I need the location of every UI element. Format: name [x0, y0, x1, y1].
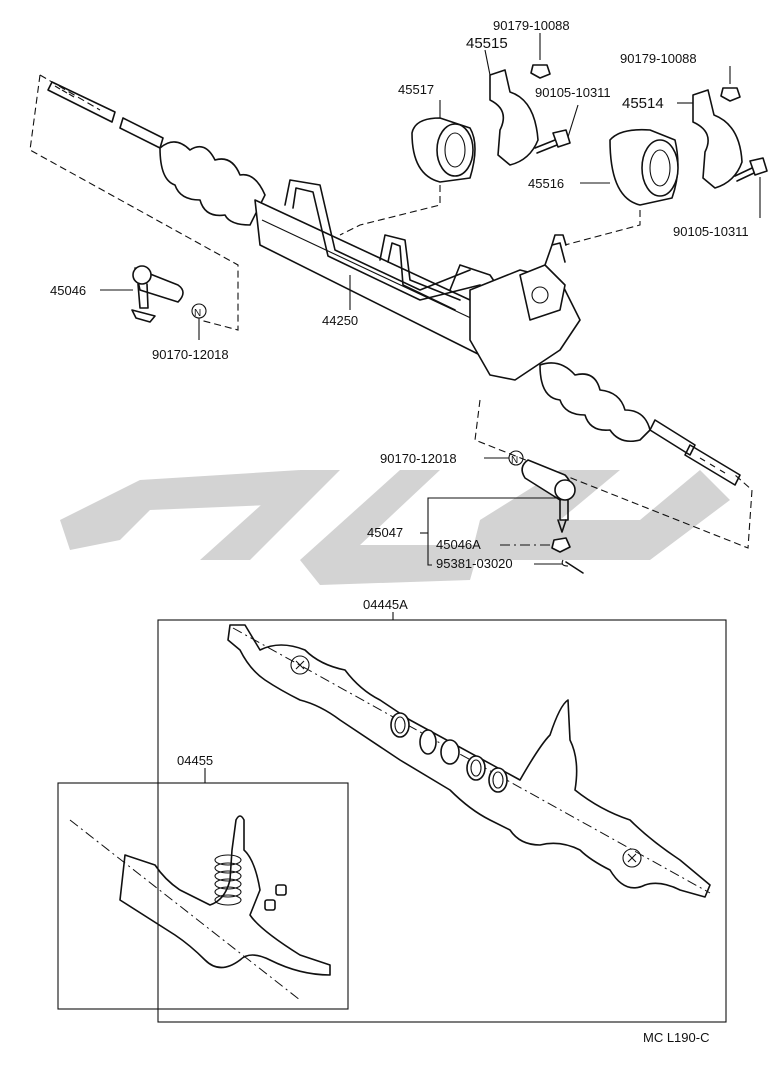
fluid-pipes	[284, 179, 501, 311]
label-45514: 45514	[622, 95, 664, 112]
plugs	[264, 884, 287, 911]
valve-body	[469, 234, 581, 381]
kit-04455: 04455	[57, 753, 349, 1010]
left-boot	[159, 141, 266, 226]
label-45047: 45047	[367, 525, 403, 540]
label-90179-right: 90179-10088	[620, 51, 697, 66]
label-90105-right: 90105-10311	[673, 224, 749, 239]
label-90179-top: 90179-10088	[493, 18, 570, 33]
bolt-90105-mid: 90105-10311	[534, 85, 611, 154]
label-90105-mid: 90105-10311	[535, 85, 611, 100]
nut-left: N 90170-12018	[152, 303, 229, 362]
right-boot	[539, 362, 651, 443]
label-95381: 95381-03020	[436, 556, 513, 571]
label-90170-right: 90170-12018	[380, 451, 457, 466]
label-04445A: 04445A	[363, 597, 408, 612]
bracket-45514: 45514	[622, 89, 743, 189]
label-44250: 44250	[322, 313, 358, 328]
nut-symbol-right: N	[511, 455, 518, 466]
rack-assembly: 44250	[29, 74, 753, 549]
kit-04445A: 04445A	[157, 597, 727, 1023]
label-45516: 45516	[528, 176, 564, 191]
label-45515: 45515	[466, 35, 508, 52]
tie-rod-end-right: N 90170-12018 45047 45046A 95381-03020	[367, 450, 584, 574]
diagram-code: MC L190-C	[643, 1030, 709, 1045]
bolt-90105-right: 90105-10311	[673, 157, 768, 239]
nut-90179-right: 90179-10088	[620, 51, 741, 102]
bushing-45517: 45517	[339, 82, 476, 236]
seal-rings	[390, 712, 508, 793]
bushing-45516: 45516	[528, 128, 679, 246]
tie-rod-end-left: 45046	[50, 265, 184, 323]
label-90170-left: 90170-12018	[152, 347, 229, 362]
nut-symbol-left: N	[194, 308, 201, 319]
label-45517: 45517	[398, 82, 434, 97]
label-04455: 04455	[177, 753, 213, 768]
nut-90179-top: 90179-10088	[493, 18, 570, 79]
watermark-logo	[60, 470, 730, 585]
left-tie-rod	[47, 81, 164, 149]
label-45046: 45046	[50, 283, 86, 298]
label-45046A: 45046A	[436, 537, 481, 552]
spring-coils	[214, 854, 242, 906]
bracket-45515: 45515	[466, 35, 539, 166]
